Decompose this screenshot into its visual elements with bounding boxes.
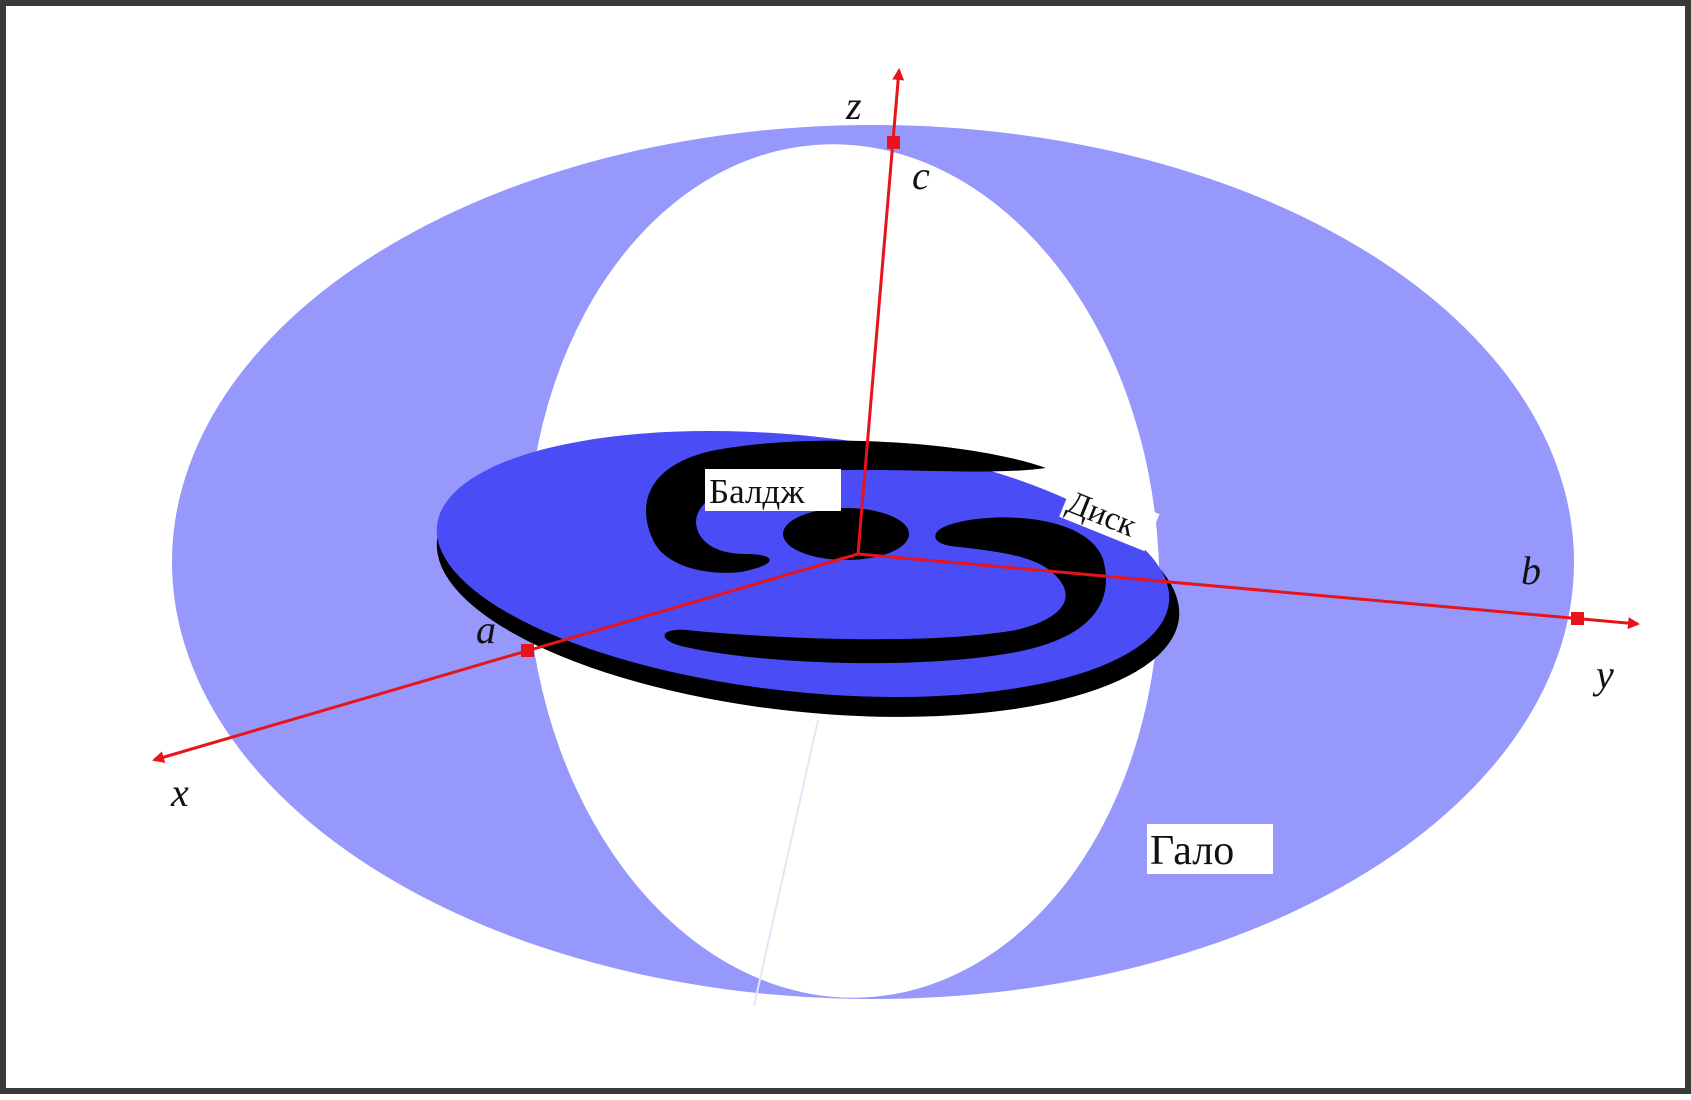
- semi-axis-b-marker: [1571, 612, 1584, 625]
- y-axis-label: y: [1592, 652, 1614, 697]
- semi-axis-c-marker: [887, 136, 900, 149]
- x-axis-label: x: [170, 770, 189, 815]
- halo-label: Гало: [1150, 828, 1234, 874]
- semi-axis-a-label: a: [476, 607, 496, 652]
- galactic-disk: [436, 431, 1170, 697]
- x-axis: [152, 552, 859, 763]
- semi-axis-b-label: b: [1521, 548, 1541, 593]
- z-axis-label: z: [845, 83, 862, 128]
- bulge: [783, 508, 909, 560]
- bulge-label-bg: [705, 469, 841, 511]
- bulge-label: Балдж: [709, 472, 805, 511]
- disk-label-bg: [1059, 479, 1160, 552]
- galaxy-model-diagram: x y z a b c Балдж Диск Гало: [152, 68, 1640, 1007]
- y-axis: [857, 552, 1640, 630]
- semi-axis-c-label: c: [912, 153, 930, 198]
- spiral-arm-lower: [664, 517, 1106, 664]
- meridian-faint-line: [753, 719, 819, 1007]
- halo-label-bg: [1147, 824, 1273, 874]
- semi-axis-a-marker: [521, 644, 534, 657]
- z-axis: [856, 68, 905, 555]
